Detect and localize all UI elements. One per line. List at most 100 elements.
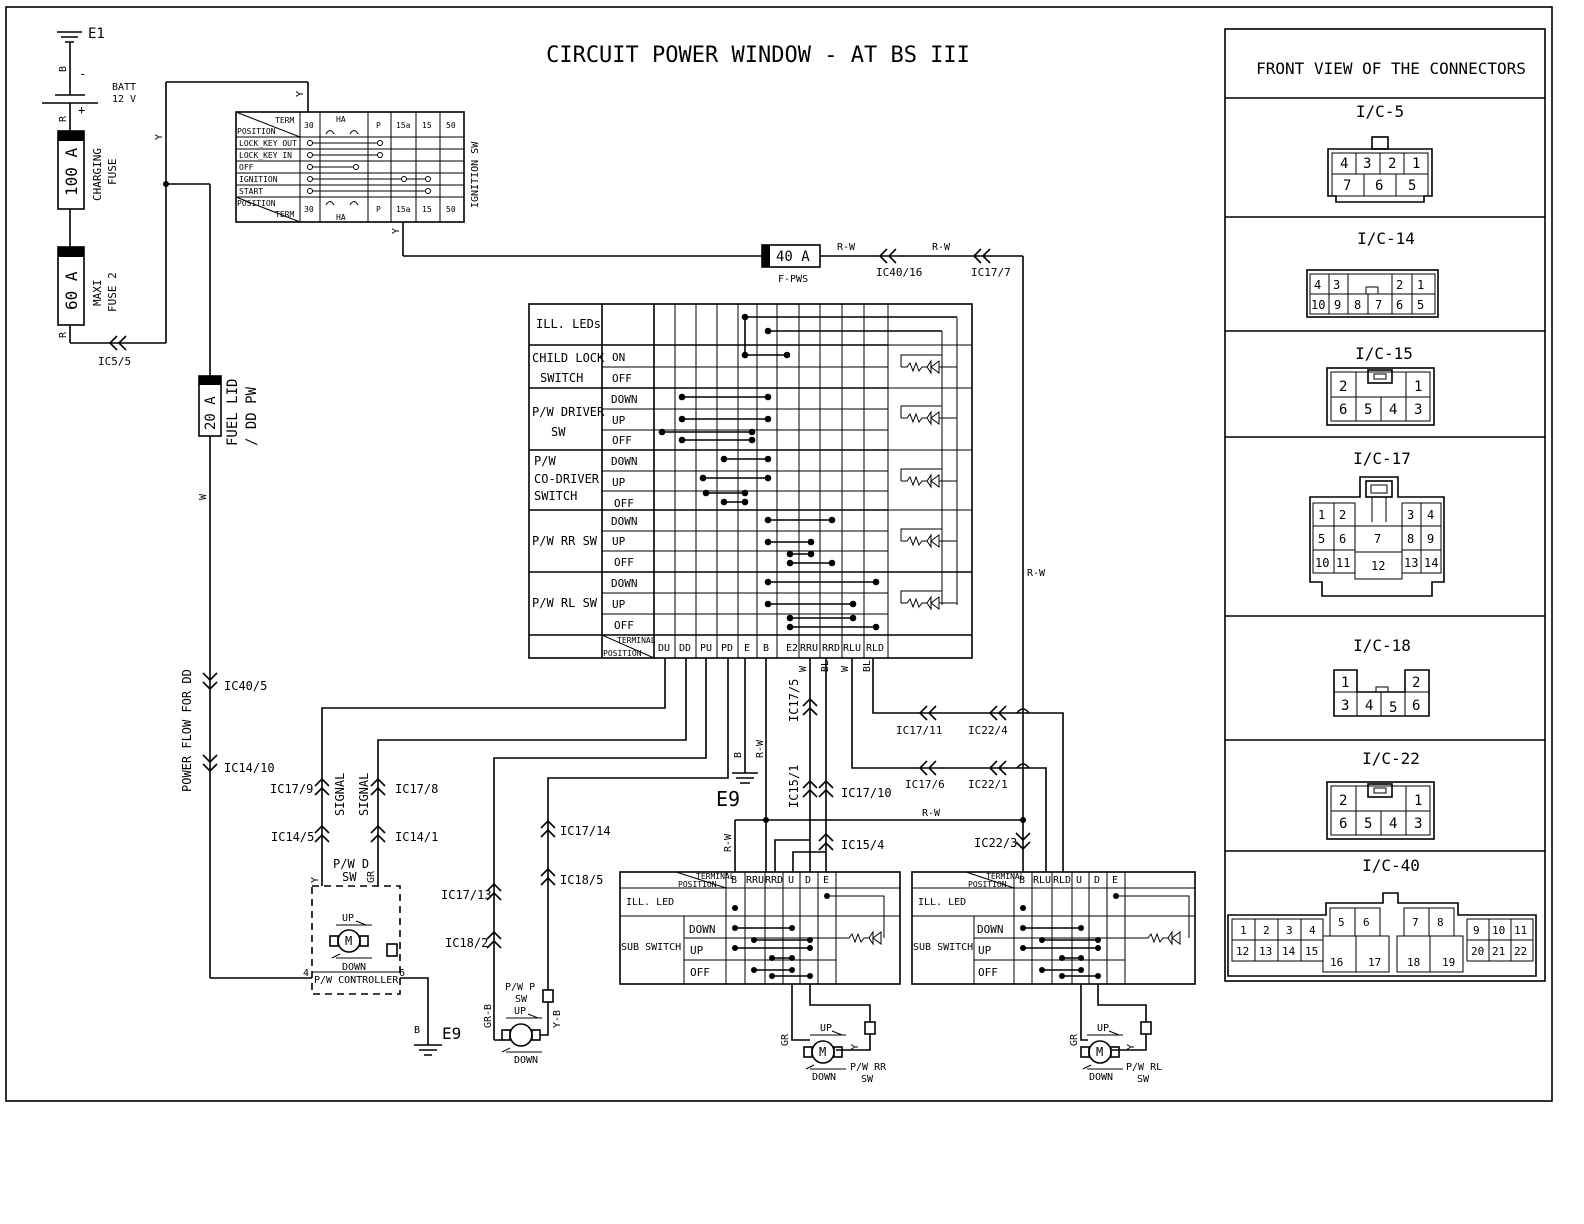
svg-text:UP: UP — [820, 1023, 832, 1034]
svg-text:1: 1 — [1414, 793, 1422, 809]
svg-text:SIGNAL: SIGNAL — [357, 773, 371, 816]
svg-text:IC40/5: IC40/5 — [224, 679, 267, 693]
svg-text:R-W: R-W — [932, 242, 951, 253]
svg-text:OFF: OFF — [690, 966, 710, 979]
svg-text:UP: UP — [514, 1006, 526, 1017]
svg-text:16: 16 — [1330, 956, 1343, 969]
svg-text:19: 19 — [1442, 956, 1455, 969]
svg-text:P/W RR: P/W RR — [850, 1062, 887, 1073]
svg-text:IC40/16: IC40/16 — [876, 266, 922, 279]
svg-text:ILL. LEDs: ILL. LEDs — [536, 317, 601, 331]
svg-text:4: 4 — [1309, 924, 1316, 937]
svg-text:UP: UP — [612, 535, 626, 548]
svg-text:15: 15 — [422, 205, 432, 214]
diagram-frame — [5, 6, 1553, 1102]
svg-text:PU: PU — [700, 643, 712, 654]
svg-text:SW: SW — [861, 1074, 874, 1085]
svg-text:P/W RR SW: P/W RR SW — [532, 534, 598, 548]
svg-text:IC17/9: IC17/9 — [270, 782, 313, 796]
ignition-sw-label: IGNITION SW — [470, 141, 481, 208]
svg-text:7: 7 — [1374, 532, 1381, 546]
svg-text:U: U — [1076, 875, 1082, 886]
svg-text:W: W — [840, 665, 851, 672]
svg-text:E2: E2 — [786, 643, 798, 654]
svg-text:30: 30 — [304, 121, 314, 130]
power-section: E1 B - BATT 12 V + R 100 A CHARGING FUSE… — [42, 26, 312, 979]
svg-text:10: 10 — [1311, 298, 1325, 312]
svg-text:E: E — [744, 643, 750, 654]
svg-text:UP: UP — [342, 913, 354, 924]
svg-text:B: B — [763, 643, 769, 654]
svg-text:UP: UP — [1097, 1023, 1109, 1034]
svg-text:3: 3 — [1286, 924, 1293, 937]
svg-text:12 V: 12 V — [112, 94, 136, 105]
svg-text:1: 1 — [1318, 508, 1325, 522]
svg-text:E: E — [1112, 875, 1118, 886]
svg-text:B: B — [414, 1025, 420, 1036]
svg-text:IC22/3: IC22/3 — [974, 836, 1017, 850]
svg-text:1: 1 — [1240, 924, 1247, 937]
svg-text:6: 6 — [1396, 298, 1403, 312]
svg-text:7: 7 — [1412, 916, 1419, 929]
svg-text:OFF: OFF — [614, 619, 634, 632]
svg-text:SWITCH: SWITCH — [534, 489, 577, 503]
svg-text:R-W: R-W — [922, 808, 941, 819]
svg-text:P/W CONTROLLER: P/W CONTROLLER — [314, 975, 399, 986]
svg-text:SUB SWITCH: SUB SWITCH — [913, 942, 973, 953]
svg-text:50: 50 — [446, 205, 456, 214]
svg-text:OFF: OFF — [239, 163, 254, 172]
svg-text:9: 9 — [1473, 924, 1480, 937]
svg-text:5: 5 — [1364, 402, 1372, 418]
svg-text:DOWN: DOWN — [1089, 1072, 1113, 1083]
svg-text:B: B — [731, 875, 737, 886]
svg-text:3: 3 — [1363, 156, 1371, 172]
svg-text:CO-DRIVER: CO-DRIVER — [534, 472, 600, 486]
svg-text:8: 8 — [1437, 916, 1444, 929]
svg-text:ILL. LED: ILL. LED — [626, 897, 674, 908]
svg-text:12: 12 — [1371, 559, 1385, 573]
connector-ic5-5: IC5/5 — [98, 355, 131, 368]
svg-text:R-W: R-W — [755, 739, 766, 758]
svg-text:Y-B: Y-B — [552, 1010, 563, 1028]
svg-text:5: 5 — [1389, 700, 1397, 716]
svg-text:1: 1 — [1341, 675, 1349, 691]
svg-text:4: 4 — [1340, 156, 1348, 172]
svg-text:9: 9 — [1334, 298, 1341, 312]
svg-text:RRD: RRD — [822, 643, 840, 654]
svg-text:IGNITION: IGNITION — [239, 175, 278, 184]
svg-text:E: E — [823, 875, 829, 886]
svg-text:POSITION: POSITION — [237, 127, 276, 136]
svg-text:SIGNAL: SIGNAL — [333, 773, 347, 816]
led-icon — [1141, 931, 1181, 945]
svg-text:DU: DU — [658, 643, 670, 654]
svg-text:/ DD PW: / DD PW — [244, 386, 260, 446]
svg-text:UP: UP — [978, 944, 992, 957]
svg-text:MAXI: MAXI — [91, 280, 104, 307]
svg-text:D: D — [805, 875, 811, 886]
svg-text:1: 1 — [1414, 379, 1422, 395]
svg-text:5: 5 — [1338, 916, 1345, 929]
svg-text:11: 11 — [1514, 924, 1527, 937]
svg-text:DOWN: DOWN — [514, 1055, 538, 1066]
svg-text:2: 2 — [1388, 156, 1396, 172]
svg-text:RRU: RRU — [800, 643, 818, 654]
svg-text:FUSE: FUSE — [106, 159, 119, 186]
svg-text:M: M — [819, 1045, 826, 1059]
svg-text:RLU: RLU — [843, 643, 861, 654]
svg-text:IC15/1: IC15/1 — [787, 765, 801, 808]
svg-text:IC18/5: IC18/5 — [560, 873, 603, 887]
svg-text:7: 7 — [1375, 298, 1382, 312]
svg-text:IC17/13: IC17/13 — [441, 888, 492, 902]
ground-e1-label: E1 — [88, 26, 105, 42]
svg-text:HA: HA — [336, 213, 346, 222]
sub-switch-rl: TERMINAL POSITION B RLU RLD U D E ILL. L… — [911, 871, 1196, 1085]
svg-text:IC17/11: IC17/11 — [896, 724, 942, 737]
svg-text:R: R — [58, 331, 69, 338]
svg-text:OFF: OFF — [614, 497, 634, 510]
svg-text:OFF: OFF — [978, 966, 998, 979]
svg-text:DOWN: DOWN — [689, 923, 716, 936]
svg-text:P/W P: P/W P — [505, 982, 535, 993]
led-icon — [842, 931, 882, 945]
svg-text:BL: BL — [862, 660, 873, 672]
